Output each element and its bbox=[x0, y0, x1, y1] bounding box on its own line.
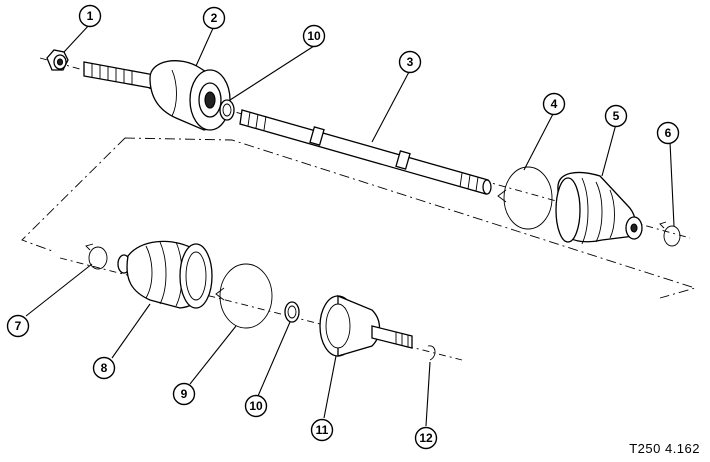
part-small-clamp-lower bbox=[85, 243, 108, 270]
part-shaft bbox=[239, 109, 492, 195]
part-boot-clamp-lower bbox=[215, 263, 273, 329]
part-circlip-lower bbox=[284, 301, 300, 323]
callout-label: 2 bbox=[211, 11, 218, 25]
callout-label: 11 bbox=[316, 423, 329, 437]
leader-1 bbox=[63, 23, 91, 53]
callout-11: 11 bbox=[310, 418, 334, 442]
leader-10-lower bbox=[257, 321, 291, 397]
callout-label: 10 bbox=[307, 29, 321, 43]
callout-label: 7 bbox=[15, 319, 22, 333]
callout-6: 6 bbox=[656, 121, 680, 145]
callout-label: 3 bbox=[407, 55, 414, 69]
callout-5: 5 bbox=[604, 104, 628, 128]
leader-10-upper bbox=[229, 45, 315, 101]
callout-12: 12 bbox=[414, 426, 438, 450]
part-small-clamp-upper bbox=[659, 221, 681, 247]
leader-8 bbox=[111, 303, 151, 359]
callout-9: 9 bbox=[172, 382, 196, 406]
callout-label: 9 bbox=[181, 387, 188, 401]
part-nut bbox=[46, 49, 69, 71]
leader-9 bbox=[189, 325, 237, 385]
part-boot-upper bbox=[555, 171, 643, 245]
leader-12 bbox=[425, 361, 431, 427]
callout-4: 4 bbox=[542, 92, 566, 116]
part-circlip-upper bbox=[219, 99, 235, 121]
callout-3: 3 bbox=[398, 50, 422, 74]
part-boot-clamp-upper bbox=[497, 166, 553, 230]
part-clip-lower bbox=[427, 345, 436, 361]
callout-10: 10 bbox=[302, 24, 326, 48]
callout-label: 1 bbox=[87, 9, 94, 23]
part-boot-lower bbox=[117, 240, 213, 309]
callout-label: 8 bbox=[101, 361, 108, 375]
callout-10-lower: 10 bbox=[244, 394, 268, 418]
leader-11 bbox=[323, 355, 337, 419]
part-outer-cv-joint bbox=[149, 60, 231, 131]
part-inner-cv-joint bbox=[319, 295, 413, 357]
leader-2 bbox=[195, 25, 215, 67]
callout-label: 5 bbox=[613, 109, 620, 123]
leader-5 bbox=[601, 123, 617, 177]
leader-4 bbox=[523, 111, 555, 171]
figure-reference: T250 4.162 bbox=[629, 441, 700, 456]
callout-7: 7 bbox=[6, 314, 30, 338]
callout-label: 12 bbox=[419, 431, 433, 445]
callout-label: 10 bbox=[249, 399, 263, 413]
callout-label: 4 bbox=[551, 97, 558, 111]
callout-8: 8 bbox=[92, 356, 116, 380]
callout-2: 2 bbox=[202, 6, 226, 30]
leader-3 bbox=[371, 69, 411, 143]
callout-1: 1 bbox=[78, 4, 102, 28]
leader-6 bbox=[669, 141, 675, 227]
callout-label: 6 bbox=[665, 126, 672, 140]
leader-7 bbox=[25, 263, 93, 317]
assembly-frame-left bbox=[21, 137, 126, 253]
